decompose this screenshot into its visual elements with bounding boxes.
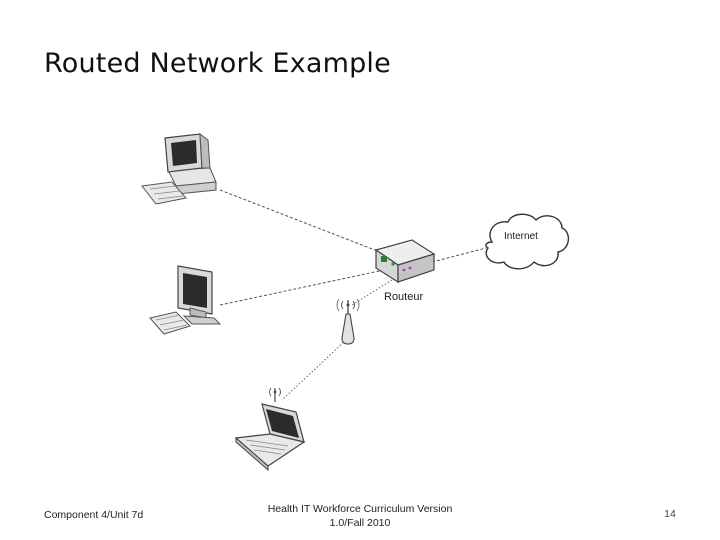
link-accesspoint-laptop — [281, 339, 347, 401]
desktop-computer-icon — [141, 132, 217, 205]
slide-title: Routed Network Example — [44, 48, 391, 79]
footer-center-line2: 1.0/Fall 2010 — [329, 517, 391, 529]
link-desktop-router — [219, 189, 381, 253]
internet-label: Internet — [504, 231, 538, 242]
internet-cloud-icon — [485, 213, 569, 270]
footer-component-label: Component 4/Unit 7d — [44, 509, 144, 521]
router-label: Routeur — [384, 291, 423, 303]
page-number: 14 — [664, 508, 676, 520]
monitor-computer-icon — [149, 265, 222, 335]
footer-center-line1: Health IT Workforce Curriculum Version — [267, 503, 453, 515]
link-monitor-router — [219, 269, 385, 306]
link-router-accesspoint — [351, 279, 393, 306]
laptop-icon — [234, 387, 306, 472]
link-router-internet — [431, 247, 487, 263]
router-icon — [374, 239, 436, 284]
wireless-access-point-icon — [336, 298, 360, 345]
footer-curriculum-version: Health IT Workforce Curriculum Version 1… — [250, 502, 470, 530]
